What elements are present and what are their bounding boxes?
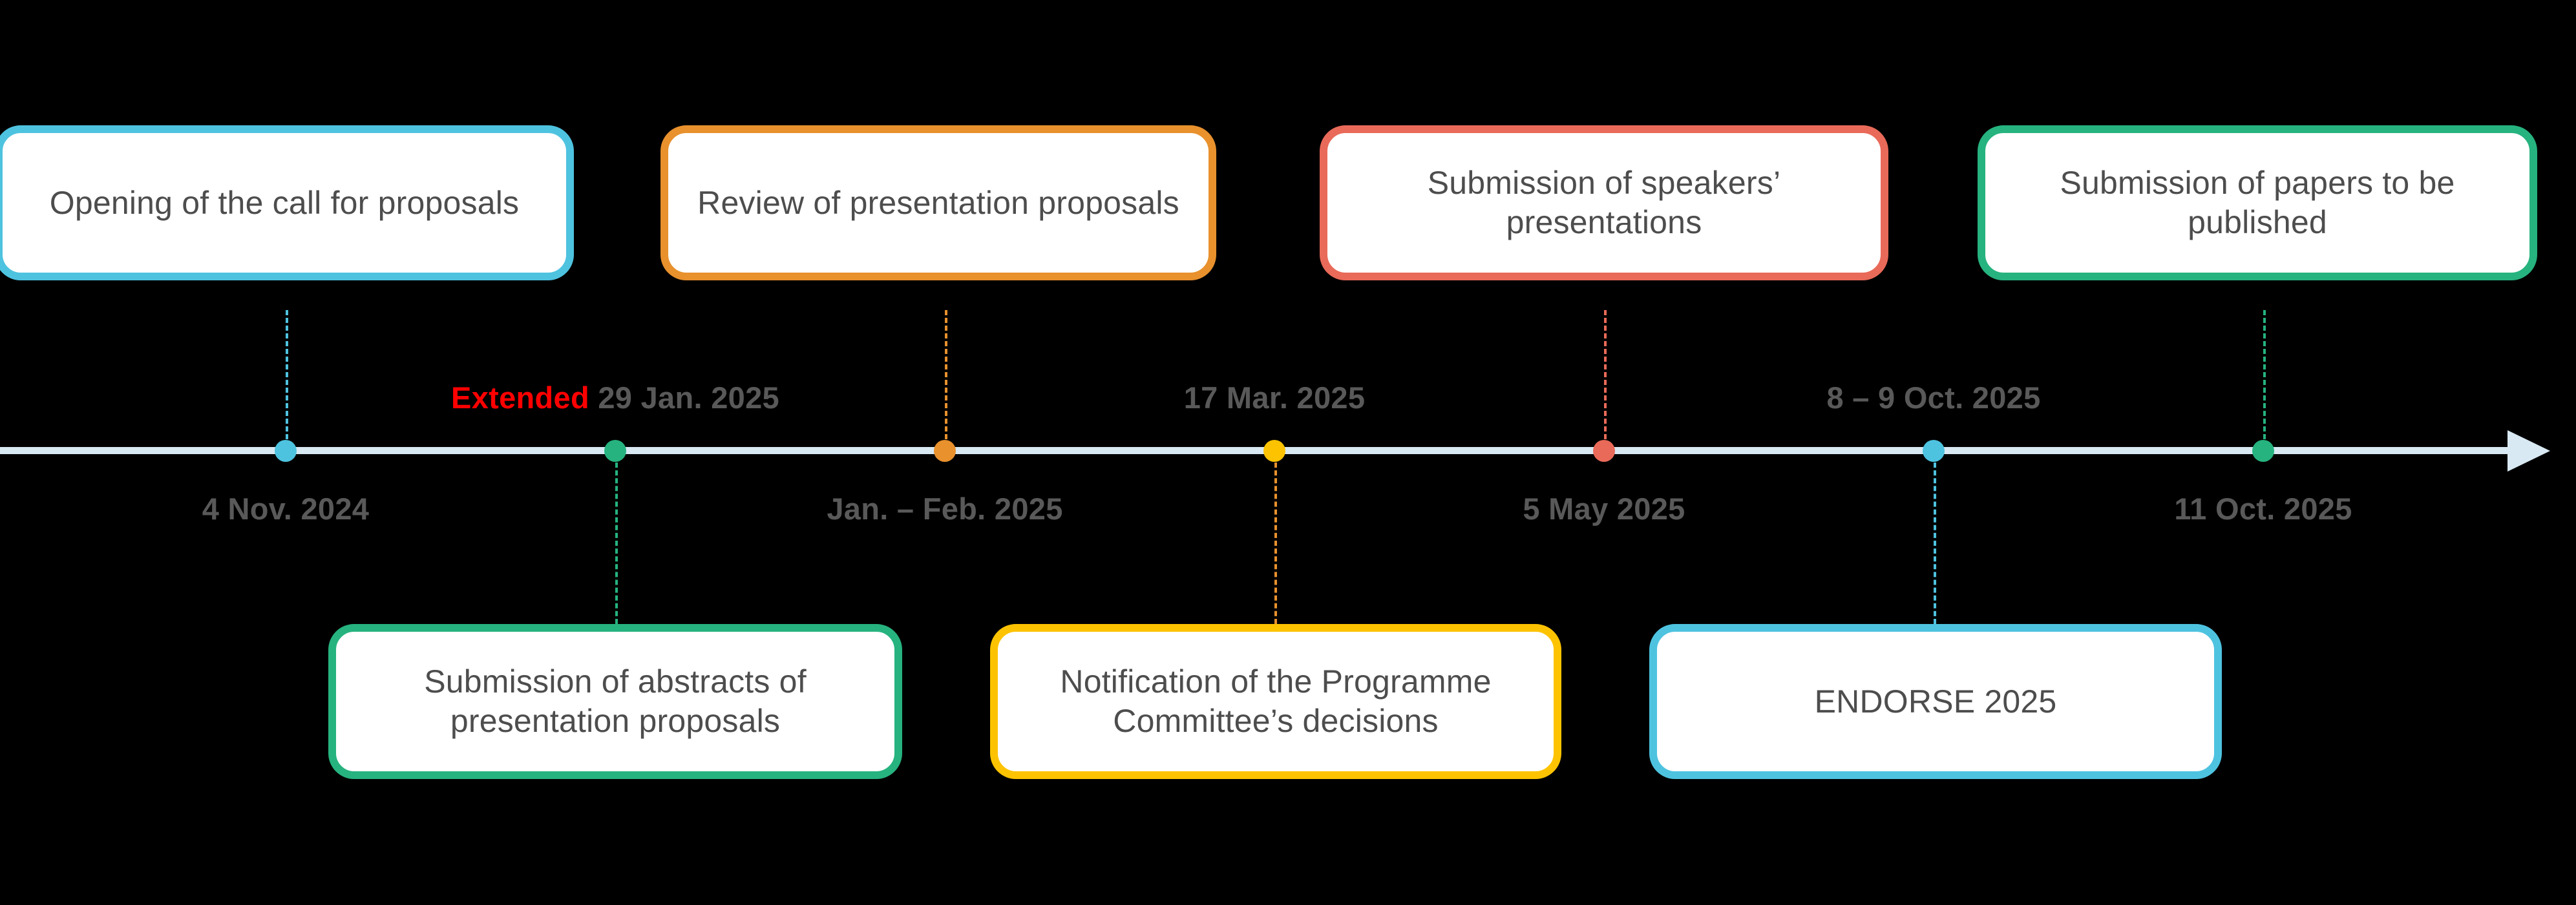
milestone-card-label: Submission of papers to be published (2060, 165, 2455, 240)
milestone-date-endorse-2025: 8 – 9 Oct. 2025 (1826, 380, 2040, 415)
milestone-card-review-proposals[interactable]: Review of presentation proposals (660, 125, 1216, 280)
milestone-date-submission-abstracts: Extended 29 Jan. 2025 (451, 380, 779, 415)
milestone-card-opening-call[interactable]: Opening of the call for proposals (0, 125, 574, 280)
milestone-card-label: ENDORSE 2025 (1814, 683, 2057, 720)
milestone-card-label: Review of presentation proposals (697, 184, 1179, 221)
milestone-card-submission-abstracts[interactable]: Submission of abstracts of presentation … (328, 624, 902, 779)
milestone-card-notification-decisions[interactable]: Notification of the Programme Committee’… (990, 624, 1561, 779)
milestone-date-opening-call: 4 Nov. 2024 (202, 491, 369, 526)
date-text: 29 Jan. 2025 (598, 380, 779, 415)
date-text: 8 – 9 Oct. 2025 (1826, 380, 2041, 415)
milestone-dot-submission-papers[interactable] (2252, 440, 2274, 462)
leader-line-submission-abstracts (615, 463, 618, 624)
milestone-card-endorse-2025[interactable]: ENDORSE 2025 (1649, 624, 2222, 779)
leader-line-submission-papers (2263, 310, 2266, 439)
leader-line-opening-call (286, 310, 288, 439)
milestone-card-submission-papers[interactable]: Submission of papers to be published (1978, 125, 2537, 280)
milestone-card-label: Submission of speakers’ presentations (1427, 165, 1781, 240)
extended-badge: Extended (451, 380, 598, 415)
date-text: 5 May 2025 (1523, 492, 1685, 526)
milestone-dot-endorse-2025[interactable] (1923, 440, 1945, 462)
milestone-card-submission-speakers-presentations[interactable]: Submission of speakers’ presentations (1320, 125, 1888, 280)
milestone-dot-submission-abstracts[interactable] (604, 440, 626, 462)
milestone-dot-notification-decisions[interactable] (1263, 440, 1285, 462)
milestone-date-review-proposals: Jan. – Feb. 2025 (827, 491, 1062, 526)
milestone-card-label: Submission of abstracts of presentation … (424, 663, 807, 739)
leader-line-submission-speakers-presentations (1604, 310, 1607, 439)
leader-line-notification-decisions (1274, 463, 1277, 624)
leader-line-endorse-2025 (1934, 463, 1936, 624)
milestone-dot-submission-speakers-presentations[interactable] (1593, 440, 1615, 462)
milestone-card-label: Opening of the call for proposals (49, 184, 520, 221)
milestone-date-submission-speakers-presentations: 5 May 2025 (1523, 491, 1685, 526)
date-text: Jan. – Feb. 2025 (827, 492, 1063, 526)
timeline-axis (0, 447, 2524, 454)
milestone-dot-opening-call[interactable] (275, 440, 297, 462)
date-text: 11 Oct. 2025 (2174, 492, 2352, 526)
arrow-right-icon (2507, 430, 2550, 472)
milestone-card-label: Notification of the Programme Committee’… (1060, 663, 1492, 739)
milestone-dot-review-proposals[interactable] (934, 440, 956, 462)
leader-line-review-proposals (945, 310, 947, 439)
milestone-date-submission-papers: 11 Oct. 2025 (2174, 491, 2352, 526)
date-text: 4 Nov. 2024 (202, 492, 370, 526)
date-text: 17 Mar. 2025 (1183, 380, 1366, 415)
milestone-date-notification-decisions: 17 Mar. 2025 (1184, 380, 1366, 415)
